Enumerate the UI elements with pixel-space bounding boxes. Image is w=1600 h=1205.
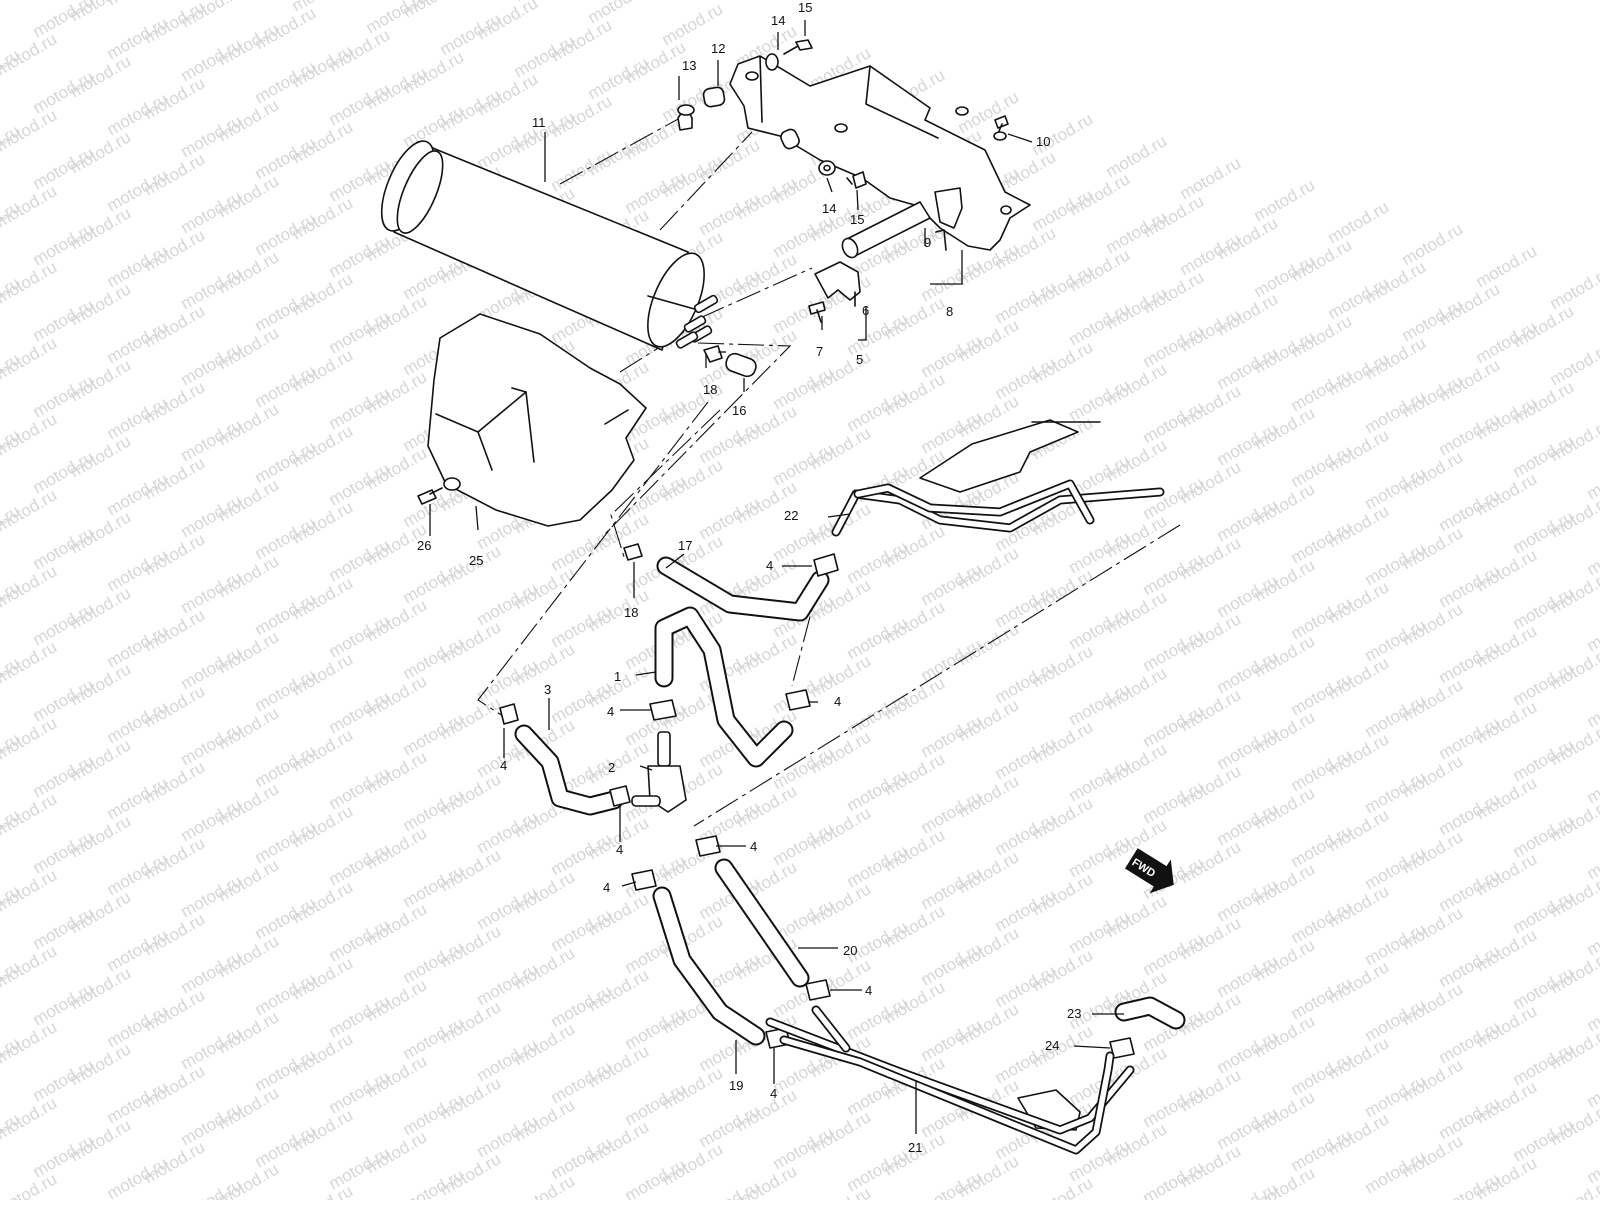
callout-4: 4 (607, 704, 614, 719)
watermark-text: motod.ru (1214, 1179, 1282, 1200)
bracket (730, 56, 1030, 250)
callout-18: 18 (703, 382, 717, 397)
callout-16: 16 (732, 403, 746, 418)
watermark-text: motod.ru (696, 1177, 764, 1200)
callout-9: 9 (924, 235, 931, 250)
watermark-text: motod.ru (0, 0, 60, 3)
callout-15: 15 (850, 212, 864, 227)
watermark-text: motod.ru (1251, 175, 1319, 225)
callout-4: 4 (770, 1086, 777, 1101)
callout-14: 14 (822, 201, 836, 216)
watermark-text: motod.ru (178, 1175, 246, 1200)
callout-21: 21 (908, 1140, 922, 1155)
watermark-text: motod.ru (1547, 339, 1600, 389)
callout-26: 26 (417, 538, 431, 553)
callout-20: 20 (843, 943, 857, 958)
callout-10: 10 (1036, 134, 1050, 149)
callout-24: 24 (1045, 1038, 1059, 1053)
callout-12: 12 (711, 41, 725, 56)
watermark-text: motod.ru (289, 1181, 357, 1200)
watermark-text: motod.ru (1140, 1157, 1208, 1200)
watermark-text: motod.ru (1473, 241, 1541, 291)
callout-4: 4 (603, 880, 610, 895)
callout-4: 4 (834, 694, 841, 709)
watermark-text: motod.ru (0, 0, 23, 19)
watermark-text: motod.ru (1547, 263, 1600, 313)
watermark-text: motod.ru (1103, 131, 1171, 181)
callout-2: 2 (608, 760, 615, 775)
watermark-text: motod.ru (0, 1169, 60, 1200)
callout-14: 14 (771, 13, 785, 28)
callout-19: 19 (729, 1078, 743, 1093)
watermark-text: motod.ru (1325, 197, 1393, 247)
watermark-text: motod.ru (807, 1183, 875, 1200)
callout-11: 11 (532, 115, 546, 130)
callout-25: 25 (469, 553, 483, 568)
callout-7: 7 (816, 344, 823, 359)
callout-4: 4 (500, 758, 507, 773)
callout-23: 23 (1067, 1006, 1081, 1021)
watermark-text: motod.ru (1399, 219, 1467, 269)
callout-4: 4 (750, 839, 757, 854)
callout-8: 8 (946, 304, 953, 319)
callout-17: 17 (678, 538, 692, 553)
callout-1: 1 (614, 669, 621, 684)
callout-4: 4 (865, 983, 872, 998)
watermark-text: motod.ru (511, 1171, 579, 1200)
callout-3: 3 (544, 682, 551, 697)
watermark-text: motod.ru (1029, 1173, 1097, 1200)
callout-5: 5 (856, 352, 863, 367)
callout-13: 13 (682, 58, 696, 73)
callout-22: 22 (784, 508, 798, 523)
callout-4: 4 (766, 558, 773, 573)
watermark-text: motod.ru (400, 1165, 468, 1200)
callout-4: 4 (616, 842, 623, 857)
callout-6: 6 (862, 303, 869, 318)
callout-15: 15 (798, 0, 812, 15)
watermark-text: motod.ru (1177, 153, 1245, 203)
callout-18: 18 (624, 605, 638, 620)
watermark-text: motod.ru (622, 1155, 690, 1200)
